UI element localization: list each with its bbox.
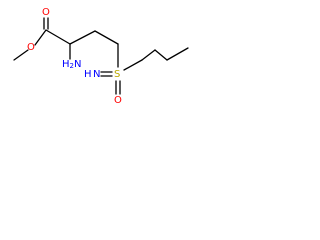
bond-ch2-ch2 [94, 30, 119, 45]
carbonyl-oxygen-label: O [42, 7, 50, 18]
imine-nitrogen-label: N [93, 69, 100, 80]
bond-alpha-ch2 [69, 30, 96, 45]
amine-subscript: 2 [70, 62, 74, 70]
sulfur-label: S [114, 69, 120, 80]
sulfoxide-oxygen-label: O [114, 95, 122, 106]
imine-hydrogen-label: H [84, 69, 92, 80]
molecule-diagram: O O H2N H N S O [0, 0, 216, 129]
bond-s-butyl [123, 59, 143, 71]
amine-n: N [74, 59, 81, 70]
bond-butyl-3 [166, 47, 189, 61]
amine-h: H [62, 59, 70, 70]
bond-carbonyl-alpha [45, 29, 71, 45]
bond-butyl-2 [154, 49, 168, 61]
bond-butyl-1 [141, 49, 156, 61]
bond-ester-o-methyl [13, 49, 29, 61]
amine-label: H2N [62, 59, 81, 70]
bond-carbonyl-ester-o [34, 29, 47, 46]
ester-oxygen-label: O [27, 42, 35, 53]
structure-svg: O O H2N H N S O [13, 7, 189, 106]
